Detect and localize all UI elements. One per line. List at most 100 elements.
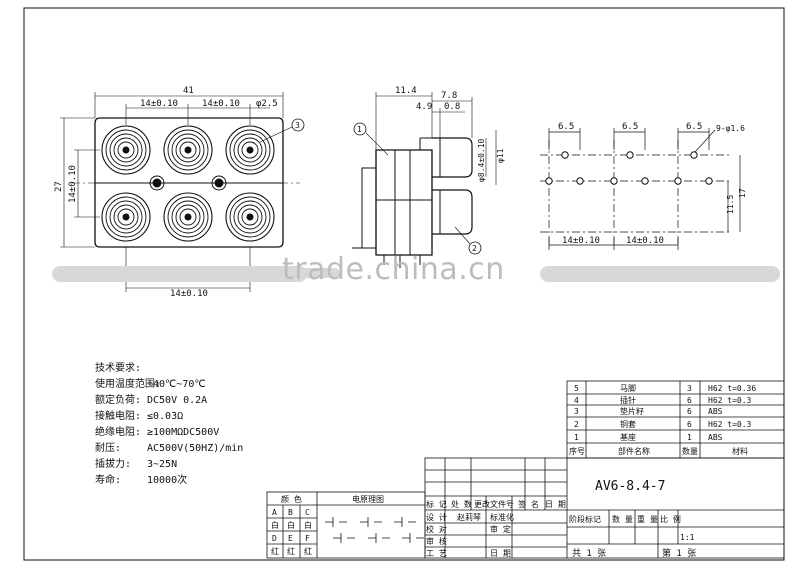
parts-qty: 6: [687, 396, 692, 405]
callout-2: 2: [472, 244, 477, 253]
color-cell: 红: [271, 546, 279, 556]
callout-1: 1: [357, 125, 362, 134]
color-cell: C: [305, 508, 310, 517]
watermark-band: [52, 266, 780, 282]
requirement-line: 寿命: 10000次: [95, 474, 187, 487]
side-view: [352, 92, 497, 268]
requirement-label: 接触电阻:: [95, 411, 142, 422]
requirement-label: 技术要求:: [95, 363, 142, 374]
parts-header-qty: 数量: [682, 446, 698, 456]
dim-65-a: 6.5: [558, 122, 574, 132]
parts-header-no: 序号: [569, 446, 585, 456]
parts-name: 铜套: [620, 419, 636, 429]
pcb-hole: [561, 151, 569, 159]
pcb-hole: [641, 177, 649, 185]
color-cell: A: [272, 508, 277, 517]
color-header: 颜 色: [281, 494, 302, 504]
watermark: trade.china.cn: [282, 252, 505, 287]
dim-65-c: 6.5: [686, 122, 702, 132]
tb-cell: 签 名: [518, 499, 539, 509]
title-block-text: AV6-8.4-7 标 记 处 数 更改文件号 签 名 日 期 设 计 赵莉琴 …: [426, 479, 696, 559]
dim-bottom: 14±0.10: [170, 289, 208, 299]
parts-no: 3: [574, 407, 579, 416]
tb-cell: 阶段标记: [569, 514, 601, 524]
color-cell: D: [272, 534, 277, 543]
pcb-hole: [545, 177, 553, 185]
pcb-hole: [610, 177, 618, 185]
dim-11-5: 11.5: [726, 195, 735, 214]
requirement-line: 额定负荷: DC50V 0.2A: [95, 394, 207, 407]
requirement-value: 10000次: [147, 475, 188, 486]
dim-pitch-left: 14±0.10: [140, 99, 178, 109]
requirement-value: AC500V(50HZ)/min: [147, 443, 244, 454]
parts-qty: 6: [687, 420, 692, 429]
parts-name: 垫片籽: [620, 406, 644, 416]
parts-name: 插针: [620, 395, 636, 405]
tb-cell: 日 期: [545, 500, 566, 509]
parts-material: H62 t=0.36: [708, 384, 756, 393]
color-cell: 红: [287, 546, 295, 556]
dim-pitch-b: 14±0.10: [626, 236, 664, 246]
requirement-line: 绝缘电阻:≥100MΩDC500V: [95, 426, 219, 439]
scale: 1:1: [680, 533, 695, 542]
color-cell: 白: [304, 520, 312, 530]
pcb-hole: [705, 177, 713, 185]
dim-overall-width: 41: [183, 86, 194, 96]
side-view-dims: 11.4 7.8 4.9 0.8 φ8.4±0.10 φ11 1 2: [357, 86, 505, 253]
requirement-label: 额定负荷:: [95, 395, 142, 406]
requirement-label: 耐压:: [95, 443, 122, 454]
parts-material: H62 t=0.3: [708, 420, 752, 429]
parts-no: 4: [574, 396, 579, 405]
dim-height: 27: [54, 181, 64, 192]
tb-cell: 重 量: [637, 514, 658, 524]
rca-jack: [225, 192, 275, 242]
tb-cell: 比 例: [660, 514, 681, 524]
part-number: AV6-8.4-7: [595, 479, 665, 494]
schematic-header: 电原理图: [352, 494, 384, 504]
schematic-symbols: [325, 517, 424, 543]
parts-name: 马脚: [620, 383, 636, 393]
dim-pitch-a: 14±0.10: [562, 236, 600, 246]
sheets-total: 共 1 张: [572, 548, 606, 559]
dim-65-b: 6.5: [622, 122, 638, 132]
requirement-value: DC50V 0.2A: [147, 395, 208, 406]
pcb-hole: [626, 151, 634, 159]
rca-jack: [163, 125, 213, 175]
tb-cell: 工 艺: [426, 549, 447, 558]
pcb-hole: [576, 177, 584, 185]
dim-11-4: 11.4: [395, 86, 417, 96]
tb-cell: 更改文件号: [474, 499, 514, 509]
tb-cell: 处 数: [451, 499, 472, 509]
dim-diam-outer: φ11: [496, 148, 505, 163]
color-cell: 白: [287, 520, 295, 530]
dim-0-8: 0.8: [444, 102, 460, 112]
callout-3: 3: [295, 121, 300, 130]
requirement-value: 3~25N: [147, 459, 178, 470]
dim-holes: 9-φ1.6: [716, 124, 745, 133]
dim-4-9: 4.9: [416, 102, 432, 112]
parts-material: ABS: [708, 407, 723, 416]
dim-7-8: 7.8: [441, 91, 457, 101]
requirement-value: -40℃~70℃: [147, 379, 206, 390]
color-cell: 红: [304, 546, 312, 556]
color-cell: B: [288, 508, 293, 517]
requirement-label: 寿命:: [95, 475, 122, 486]
requirement-line: 技术要求:: [95, 362, 147, 375]
requirement-line: 耐压: AC500V(50HZ)/min: [95, 442, 243, 455]
parts-header-name: 部件名称: [618, 446, 650, 456]
parts-material: ABS: [708, 433, 723, 442]
requirement-value: ≤0.03Ω: [147, 411, 184, 422]
color-table-text: 颜 色 电原理图 A B C 白 白 白 D E F 红 红 红: [271, 494, 384, 556]
parts-material: H62 t=0.3: [708, 396, 752, 405]
pcb-dims: 6.5 6.5 6.5 9-φ1.6 11.5 17 14±0.10 14±0.…: [558, 122, 747, 246]
front-view: [60, 92, 305, 292]
sheet-border: [23, 7, 785, 561]
parts-list: [566, 380, 785, 459]
color-cell: E: [288, 534, 293, 543]
tb-cell: 标 记: [426, 499, 447, 509]
requirement-label: 使用温度范围:: [95, 379, 162, 390]
pcb-hole: [674, 177, 682, 185]
parts-qty: 6: [687, 407, 692, 416]
